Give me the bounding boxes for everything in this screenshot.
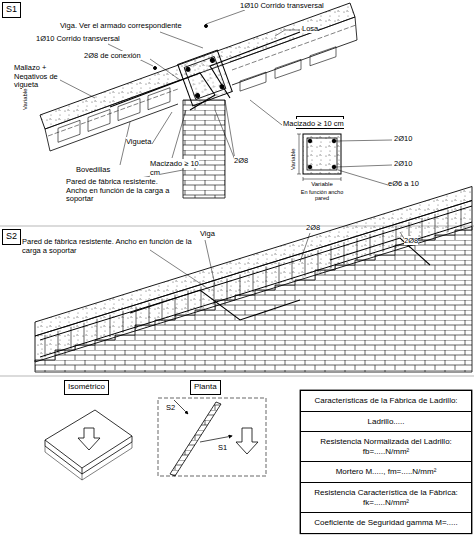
callout-text: 2Ø8 [234,156,248,165]
callout-label: Viga. Ver el armado correspondiente [60,22,192,31]
callout-label: eØ6 a 10 [388,180,448,189]
callout-label: Variable [290,130,297,170]
callout-label: 2Ø10 [394,160,434,169]
callout-text: 2Ø10 [394,159,412,168]
table-cell-text: Ladrillo..... [309,417,463,427]
callout-label: S1 [218,444,238,453]
beam-detail [297,134,392,185]
callout-text: 2Ø8 [306,223,320,232]
callout-label: Vigueta [126,138,166,147]
callout-text: Viga [200,229,215,238]
callout-text: Macizado ≥ 10 cm [283,119,344,128]
table-cell-text: Coeficiente de Seguridad gamma M=..... [309,518,463,528]
callout-text: S2 [166,403,175,412]
table-row: Mortero M....., fm=.....N/mm² [300,461,472,483]
table-row: Ladrillo..... [300,411,472,433]
callout-label: 2Ø8 [234,157,264,166]
table-cell-text: Resistencia Normalizada del Ladrillo: fb… [309,437,463,456]
callout-label: S2 [166,404,186,413]
callout-text: S1 [218,443,227,452]
isometric-view [45,410,132,480]
callout-text: Mallazo + Negativos de vigueta [14,63,58,89]
callout-text: 1Ø10 Corrido transversal [36,34,120,43]
table-cell-text: Resistencia Característica de la Fábrica… [309,488,463,507]
table-row: Resistencia Característica de la Fábrica… [300,482,472,513]
callout-label: 2Ø8 [306,224,336,233]
callout-text: Variable [22,88,28,110]
callout-text: 2Ø8 [404,236,418,245]
callout-text: Losa [302,24,318,33]
callout-label: Mallazo + Negativos de vigueta [14,64,68,90]
callout-label: Losa [302,25,342,34]
callout-text: Pared de fábrica resistente. Ancho en fu… [66,177,169,203]
heading-text: S1 [6,5,17,15]
callout-label: 2Ø8 de conexión [84,52,174,61]
callout-label: Bovedillas [76,166,136,175]
callout-label: Viga [200,230,230,239]
callout-label: Macizado ≥ 10 cm [150,160,204,177]
callout-text: eØ6 a 10 [388,179,419,188]
callout-label: Variable [22,70,29,110]
callout-label: 2Ø10 [394,135,434,144]
s2-section [35,187,472,373]
callout-text: En función ancho pared [301,189,344,201]
callout-text: Variable [290,148,296,170]
callout-label: 2Ø8 [404,237,434,246]
callout-text: Bovedillas [76,165,110,174]
table-row: Coeficiente de Seguridad gamma M=..... [300,512,472,534]
callout-label: 1Ø10 Corrido transversal [36,35,146,44]
callout-text: Viga. Ver el armado correspondiente [60,21,182,30]
callout-text: 1Ø10 Corrido transversal [240,1,324,10]
callout-text: Vigueta [126,137,151,146]
heading-text: Isométrico [68,383,105,392]
table-cell-text: Características de la Fábrica de Ladrill… [309,396,463,406]
heading-text: S2 [6,232,17,242]
heading-text: Planta [194,383,217,392]
callout-label: 1Ø10 Corrido transversal [240,2,352,11]
view-heading: Planta [190,380,221,395]
table-frame [300,390,472,534]
callout-text: Variable [311,181,333,187]
callout-text: Pared de fábrica resistente. Ancho en fu… [22,237,192,255]
callout-label: Variable [302,181,342,188]
callout-label: Pared de fábrica resistente. Ancho en fu… [66,178,178,204]
callout-text: Macizado ≥ 10 cm [150,159,199,177]
callout-text: 2Ø8 de conexión [84,51,141,60]
callout-label: Pared de fábrica resistente. Ancho en fu… [22,238,196,255]
table-row: Características de la Fábrica de Ladrill… [300,390,472,412]
table-row: Resistencia Normalizada del Ladrillo: fb… [300,431,472,462]
callout-label: En función ancho pared [297,189,347,202]
section-tag: S1 [2,2,21,18]
section-tag: S2 [2,229,21,245]
view-heading: Isométrico [64,380,109,395]
callout-label: Macizado ≥ 10 cm [283,120,383,129]
s1-section [40,3,357,198]
plan-view [158,398,266,476]
callout-text: 2Ø10 [394,134,412,143]
table-cell-text: Mortero M....., fm=.....N/mm² [309,467,463,477]
